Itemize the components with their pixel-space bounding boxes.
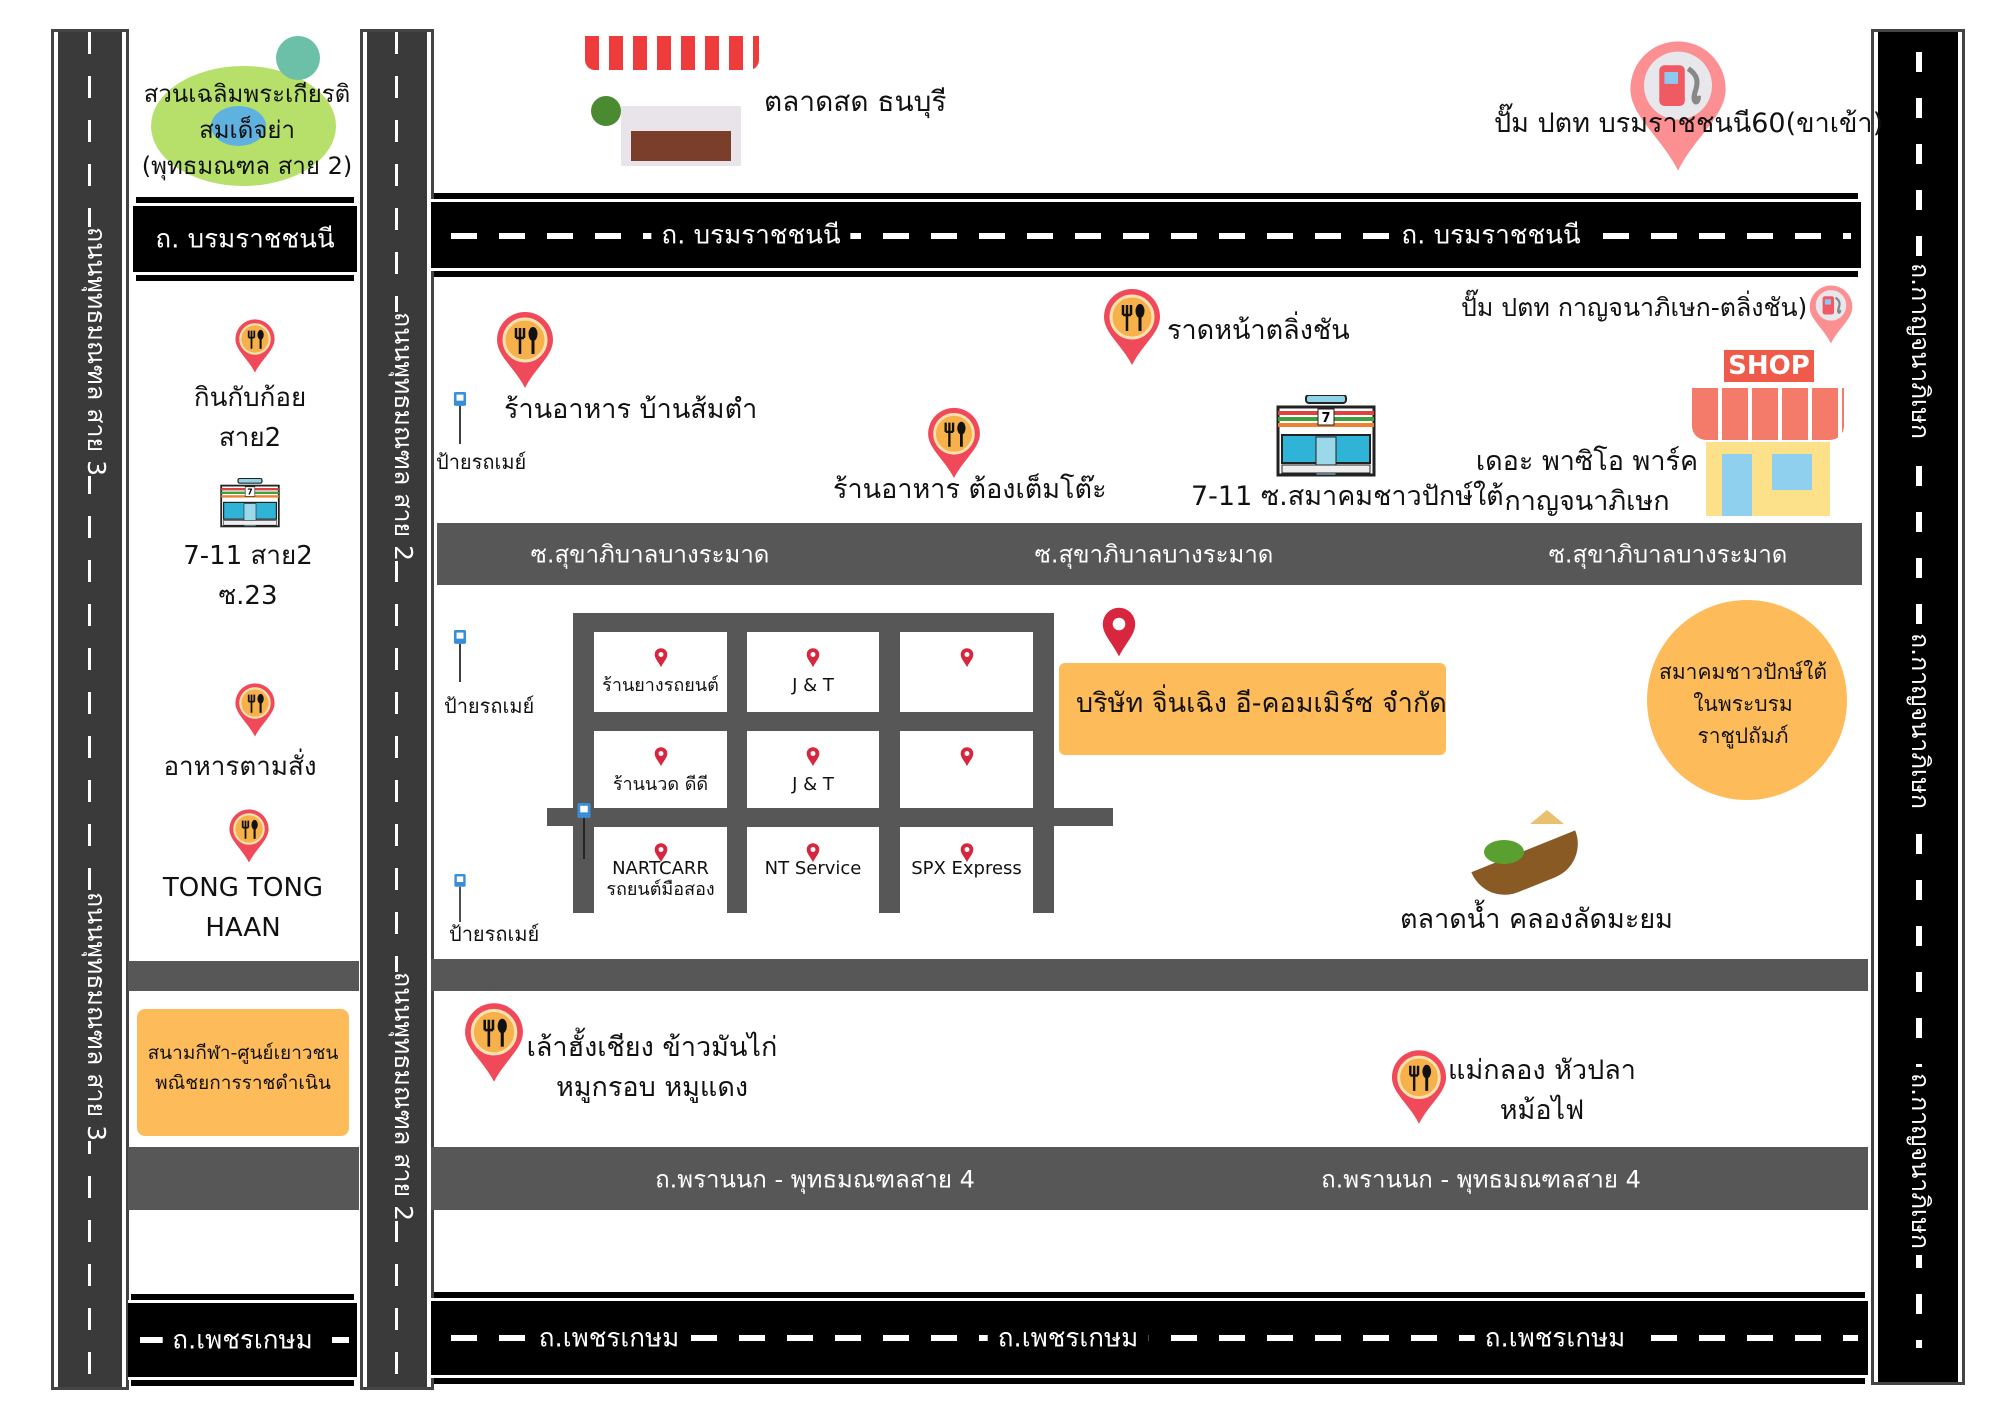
grid-cell: ร้านยางรถยนต์ (594, 632, 727, 712)
grid-cell: SPX Express (900, 827, 1033, 913)
location-pin-icon (960, 747, 974, 767)
samakhom-circle (1647, 600, 1847, 800)
restaurant-pin-icon (463, 1001, 525, 1084)
road-borommaratchachonnani: ถ. บรมราชชนนี ถ. บรมราชชนนี (431, 199, 1861, 271)
location-pin-icon (806, 648, 820, 668)
market-stall-icon (581, 36, 763, 177)
road-phutthamonthon-3: ถนนพุทธมณฑล สาย 3 ถนนพุทธมณฑล สาย 3 (51, 29, 129, 1390)
grid-cross-road (547, 808, 1113, 826)
ban-somtam-label: ร้านอาหาร บ้านส้มตำ (504, 394, 758, 425)
location-pin-icon (654, 747, 668, 767)
stadium-box (137, 1009, 349, 1136)
bus-stop-icon (452, 392, 468, 444)
grid-cell-label: ร้านยางรถยนต์ (602, 675, 719, 696)
restaurant-pin-icon (234, 318, 276, 374)
ptt-borom-label: ปั๊ม ปตท บรมราชชนนี60(ขาเข้า) (1494, 108, 1884, 139)
tong-tem-to-label: ร้านอาหาร ต้องเต็มโต๊ะ (833, 474, 1107, 505)
company-location-pin-icon (1101, 604, 1137, 662)
kin-kap-koi-label: กินกับก้อยสาย2 (193, 383, 307, 453)
street-band (431, 959, 1868, 991)
bus-stop-label: ป้ายรถเมย์ (436, 450, 527, 474)
grid-cell-label: J & T (792, 774, 834, 795)
bus-stop-label: ป้ายรถเมย์ (449, 922, 540, 946)
seven-samakhom-label: 7-11 ซ.สมาคมชาวปักษ์ใต้ (1191, 481, 1504, 512)
restaurant-pin-icon (228, 808, 270, 864)
park-label: สวนเฉลิมพระเกียรติสมเด็จย่า(พุทธมณฑล สาย… (141, 80, 353, 180)
company-box[interactable] (1059, 663, 1446, 755)
grid-cell-label: ร้านนวด ดีดี (612, 774, 709, 795)
gas-station-pin-icon (1624, 38, 1732, 174)
location-pin-icon (960, 648, 974, 668)
aharn-tamsang-label: อาหารตามสั่ง (163, 752, 317, 782)
samakhom-label: สมาคมชาวปักษ์ใต้ในพระบรมราชูปถัมภ์ (1659, 660, 1827, 748)
shop-icon: SHOP (1692, 350, 1844, 516)
grid-cell: J & T (747, 731, 879, 808)
bus-stop-icon (452, 630, 468, 682)
floating-market-boat-icon (1471, 810, 1589, 906)
street-phrannok-left (128, 1147, 359, 1210)
road-phetkasem: ถ.เพชรเกษม ถ.เพชรเกษม ถ.เพชรเกษม (431, 1298, 1868, 1378)
lao-hang-label: เล้าฮั้งเชียง ข้าวมันไก่หมูกรอบ หมูแดง (526, 1032, 778, 1103)
grid-cell: J & T (747, 632, 879, 712)
road-kanchanaphisek: ถ.กาญจนาภิเษก ถ.กาญจนาภิเษก ถ.กาญจนาภิเษ… (1871, 29, 1965, 1385)
road-phutthamonthon-2: ถนนพุทธมณฑล สาย 2 ถนนพุทธมณฑล สาย 2 (360, 29, 434, 1390)
grid-cell: NT Service (747, 827, 879, 913)
grid-cell-label: J & T (792, 675, 834, 696)
floating-market-label: ตลาดน้ำ คลองลัดมะยม (1400, 904, 1673, 935)
grid-cell: NARTCARR รถยนต์มือสอง (594, 827, 727, 913)
restaurant-pin-icon (495, 310, 555, 390)
mae-klong-label: แม่กลอง หัวปลาหม้อไฟ (1448, 1055, 1636, 1126)
ptt-kanchana-label: ปั๊ม ปตท กาญจนาภิเษก-ตลิ่งชัน) (1461, 293, 1808, 322)
bus-stop-icon (452, 874, 468, 922)
restaurant-pin-icon (926, 406, 982, 480)
location-pin-icon (806, 747, 820, 767)
street-band-left (128, 961, 359, 991)
grid-cell-label: SPX Express (911, 858, 1022, 879)
seven-eleven-icon (220, 478, 280, 528)
grid-cell (900, 632, 1033, 712)
location-pin-icon (654, 648, 668, 668)
road-phetkasem-left: ถ.เพชรเกษม (128, 1300, 357, 1380)
park-icon (151, 36, 336, 186)
radna-label: ราดหน้าตลิ่งชัน (1167, 315, 1350, 346)
paseo-label: เดอะ พาซิโอ พาร์คกาญจนาภิเษก (1475, 446, 1699, 517)
grid-cell: ร้านนวด ดีดี (594, 731, 727, 808)
restaurant-pin-icon (1102, 287, 1162, 367)
bus-stop-label: ป้ายรถเมย์ (444, 694, 535, 718)
grid-cell (900, 731, 1033, 808)
market-label: ตลาดสด ธนบุรี (764, 85, 947, 118)
street-sukhaphiban: ซ.สุขาภิบาลบางระมาด ซ.สุขาภิบาลบางระมาด … (437, 523, 1862, 585)
restaurant-pin-icon (1390, 1047, 1448, 1127)
bus-stop-icon (576, 803, 592, 859)
grid-cell-label: NARTCARR รถยนต์มือสอง (606, 858, 715, 900)
company-label: บริษัท จิ่นเฉิง อี-คอมเมิร์ซ จำกัด (1076, 688, 1447, 719)
road-borommaratchachonnani-left: ถ. บรมราชชนนี (133, 203, 357, 275)
stadium-label: สนามกีฬา-ศูนย์เยาวชนพณิชยการราชดำเนิน (147, 1042, 339, 1094)
seven-eleven-icon (1276, 395, 1376, 477)
grid-cell-label: NT Service (764, 858, 862, 879)
street-phrannok: ถ.พรานนก - พุทธมณฑลสาย 4 ถ.พรานนก - พุทธ… (431, 1147, 1868, 1210)
gas-station-pin-icon (1808, 284, 1854, 345)
restaurant-pin-icon (234, 682, 276, 738)
